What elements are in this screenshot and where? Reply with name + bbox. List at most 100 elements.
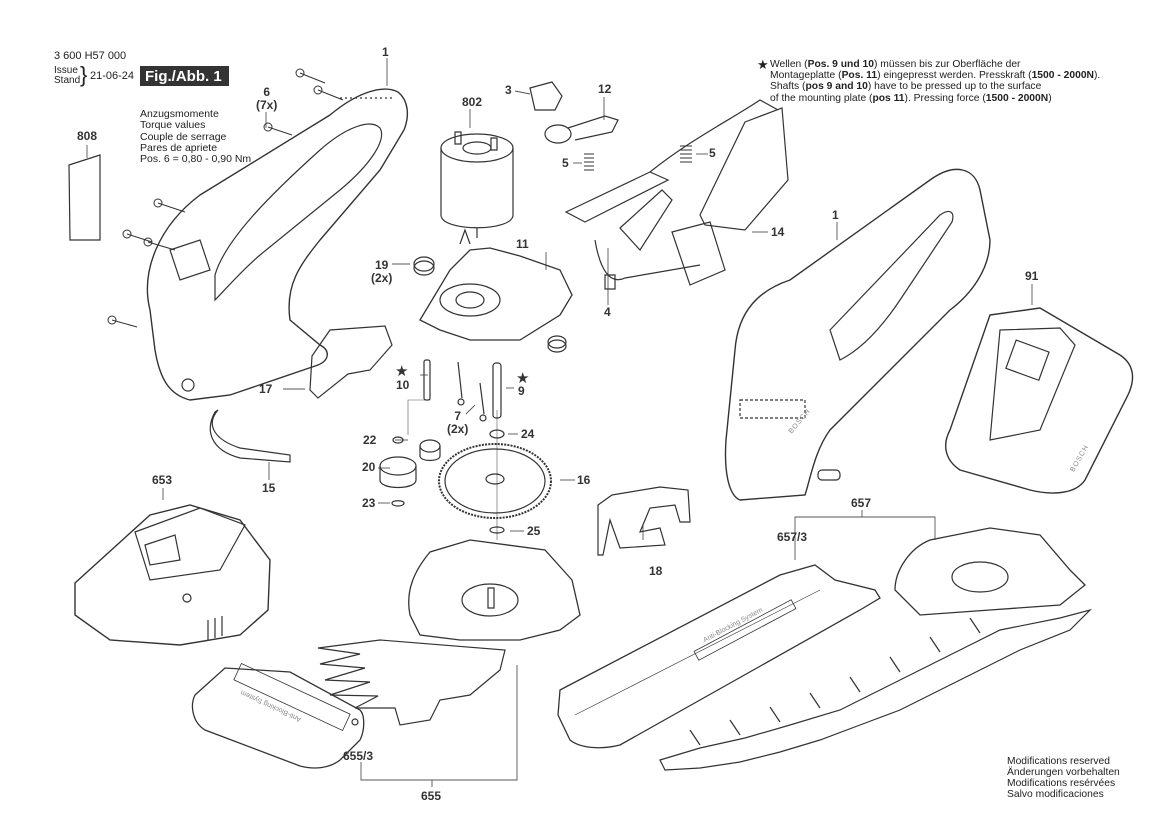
figure-label: Fig./Abb. 1	[140, 66, 229, 86]
part-number: 18	[649, 564, 663, 578]
part-number: 12	[598, 82, 612, 96]
part-number: 657	[851, 496, 872, 510]
part-number: 17	[259, 382, 273, 396]
part-label-23[interactable]: 23	[362, 497, 375, 510]
part-label-655-3[interactable]: 655/3	[343, 750, 373, 763]
note-line: Wellen (Pos. 9 und 10) müssen bis zur Ob…	[770, 59, 1021, 70]
part-number: 25	[527, 524, 541, 538]
part-number: 657/3	[777, 530, 808, 544]
part-label-1[interactable]: 1	[382, 46, 389, 59]
part-11-mounting-plate	[420, 230, 572, 340]
part-17-bracket	[310, 326, 392, 398]
part-label-1[interactable]: 1	[832, 209, 839, 222]
part-label-17[interactable]: 17	[259, 383, 272, 396]
modifications-line: Modifications resérvées	[1007, 778, 1116, 789]
part-label-25[interactable]: 25	[527, 525, 540, 538]
part-number: 655/3	[343, 749, 374, 763]
part-number: 22	[363, 433, 377, 447]
part-label-657[interactable]: 657	[851, 497, 871, 510]
part-number: 1	[382, 45, 389, 59]
part-quantity: (7x)	[256, 98, 278, 112]
issue-label-en: Issue	[54, 65, 78, 76]
part-label-5[interactable]: 5	[562, 157, 569, 170]
part-label-22[interactable]: 22	[363, 434, 376, 447]
part-label-10[interactable]: 10	[396, 379, 409, 392]
part-number: 4	[604, 305, 611, 319]
part-number: 23	[362, 496, 376, 510]
torque-line: Couple de serrage	[140, 130, 227, 143]
brace-glyph: }	[80, 62, 88, 87]
part-number: 11	[516, 237, 529, 251]
part-1-housing-left	[147, 89, 407, 400]
part-number: 808	[77, 129, 98, 143]
modifications-line: Änderungen vorbehalten	[1007, 767, 1120, 778]
torque-line: Anzugsmomente	[140, 108, 219, 120]
part-number: 1	[832, 208, 839, 222]
part-label-653[interactable]: 653	[152, 474, 172, 487]
part-number: 7	[454, 409, 462, 423]
part-label-91[interactable]: 91	[1025, 270, 1038, 283]
part-number: 6	[263, 85, 271, 99]
issue-date: 21-06-24	[90, 70, 135, 82]
part-label-15[interactable]: 15	[262, 482, 275, 495]
part-label-19[interactable]: 19(2x)	[371, 259, 392, 285]
part-number: 24	[521, 427, 535, 441]
part-number: 5	[562, 156, 569, 170]
part-label-11[interactable]: 11	[516, 238, 529, 251]
part-number: 16	[577, 473, 591, 487]
part-14-electronics	[566, 100, 788, 289]
part-label-808[interactable]: 808	[77, 130, 97, 143]
part-number: 3	[505, 83, 512, 97]
torque-line: Pares de apriete	[140, 141, 218, 154]
part-label-12[interactable]: 12	[598, 83, 611, 96]
part-label-657-3[interactable]: 657/3	[777, 531, 807, 544]
part-label-3[interactable]: 3	[505, 84, 512, 97]
part-808-label-sheet	[69, 155, 100, 240]
note-line: Shafts (pos 9 and 10) have to be pressed…	[770, 81, 1042, 93]
part-label-7[interactable]: 7(2x)	[447, 410, 468, 436]
part-15-clip	[210, 410, 290, 462]
modifications-line: Salvo modificaciones	[1007, 789, 1104, 800]
part-label-24[interactable]: 24	[521, 428, 534, 441]
star-icon: ★	[395, 363, 409, 380]
part-6-screws	[108, 69, 343, 327]
part-label-9[interactable]: 9	[518, 385, 525, 398]
part-5-springs	[584, 146, 692, 170]
modifications-notice: Modifications reserved Änderungen vorbeh…	[1007, 756, 1120, 800]
part-label-14[interactable]: 14	[771, 226, 784, 239]
part-label-6[interactable]: 6(7x)	[256, 86, 277, 112]
part-number: 20	[362, 460, 376, 474]
part-3-switch-cap	[530, 82, 562, 110]
part-number: 9	[518, 384, 525, 398]
leader-lines	[87, 58, 1032, 787]
part-657-blade-assembly	[660, 528, 1090, 770]
part-number: 655	[421, 789, 442, 803]
part-label-20[interactable]: 20	[362, 461, 375, 474]
part-number: 15	[262, 481, 276, 495]
part-20-gear-stack	[380, 437, 440, 506]
part-label-18[interactable]: 18	[649, 565, 662, 578]
part-label-16[interactable]: 16	[577, 474, 590, 487]
part-653-charger	[75, 505, 270, 645]
part-number: 5	[709, 146, 716, 160]
part-91-battery	[946, 308, 1133, 493]
part-number: 802	[462, 95, 483, 109]
star-icon: ★	[516, 370, 530, 387]
part-802-motor	[441, 132, 513, 238]
document-number: 3 600 H57 000	[54, 50, 127, 62]
part-label-802[interactable]: 802	[462, 96, 482, 109]
part-657-3-guard	[558, 565, 880, 748]
part-9-10-shafts	[424, 360, 501, 421]
torque-values-block: Anzugsmomente Torque values Couple de se…	[140, 108, 251, 165]
part-number: 10	[396, 378, 410, 392]
modifications-line: Modifications reserved	[1007, 756, 1111, 767]
issue-label-de: Stand	[54, 75, 81, 86]
star-icon: ★	[757, 57, 769, 72]
part-label-655[interactable]: 655	[421, 790, 441, 803]
part-label-5[interactable]: 5	[709, 147, 716, 160]
part-1-housing-right	[726, 169, 990, 500]
note-line: Montageplatte (Pos. 11) eingepresst werd…	[770, 70, 1101, 82]
part-label-4[interactable]: 4	[604, 306, 611, 319]
note-line: of the mounting plate (pos 11). Pressing…	[770, 92, 1052, 104]
